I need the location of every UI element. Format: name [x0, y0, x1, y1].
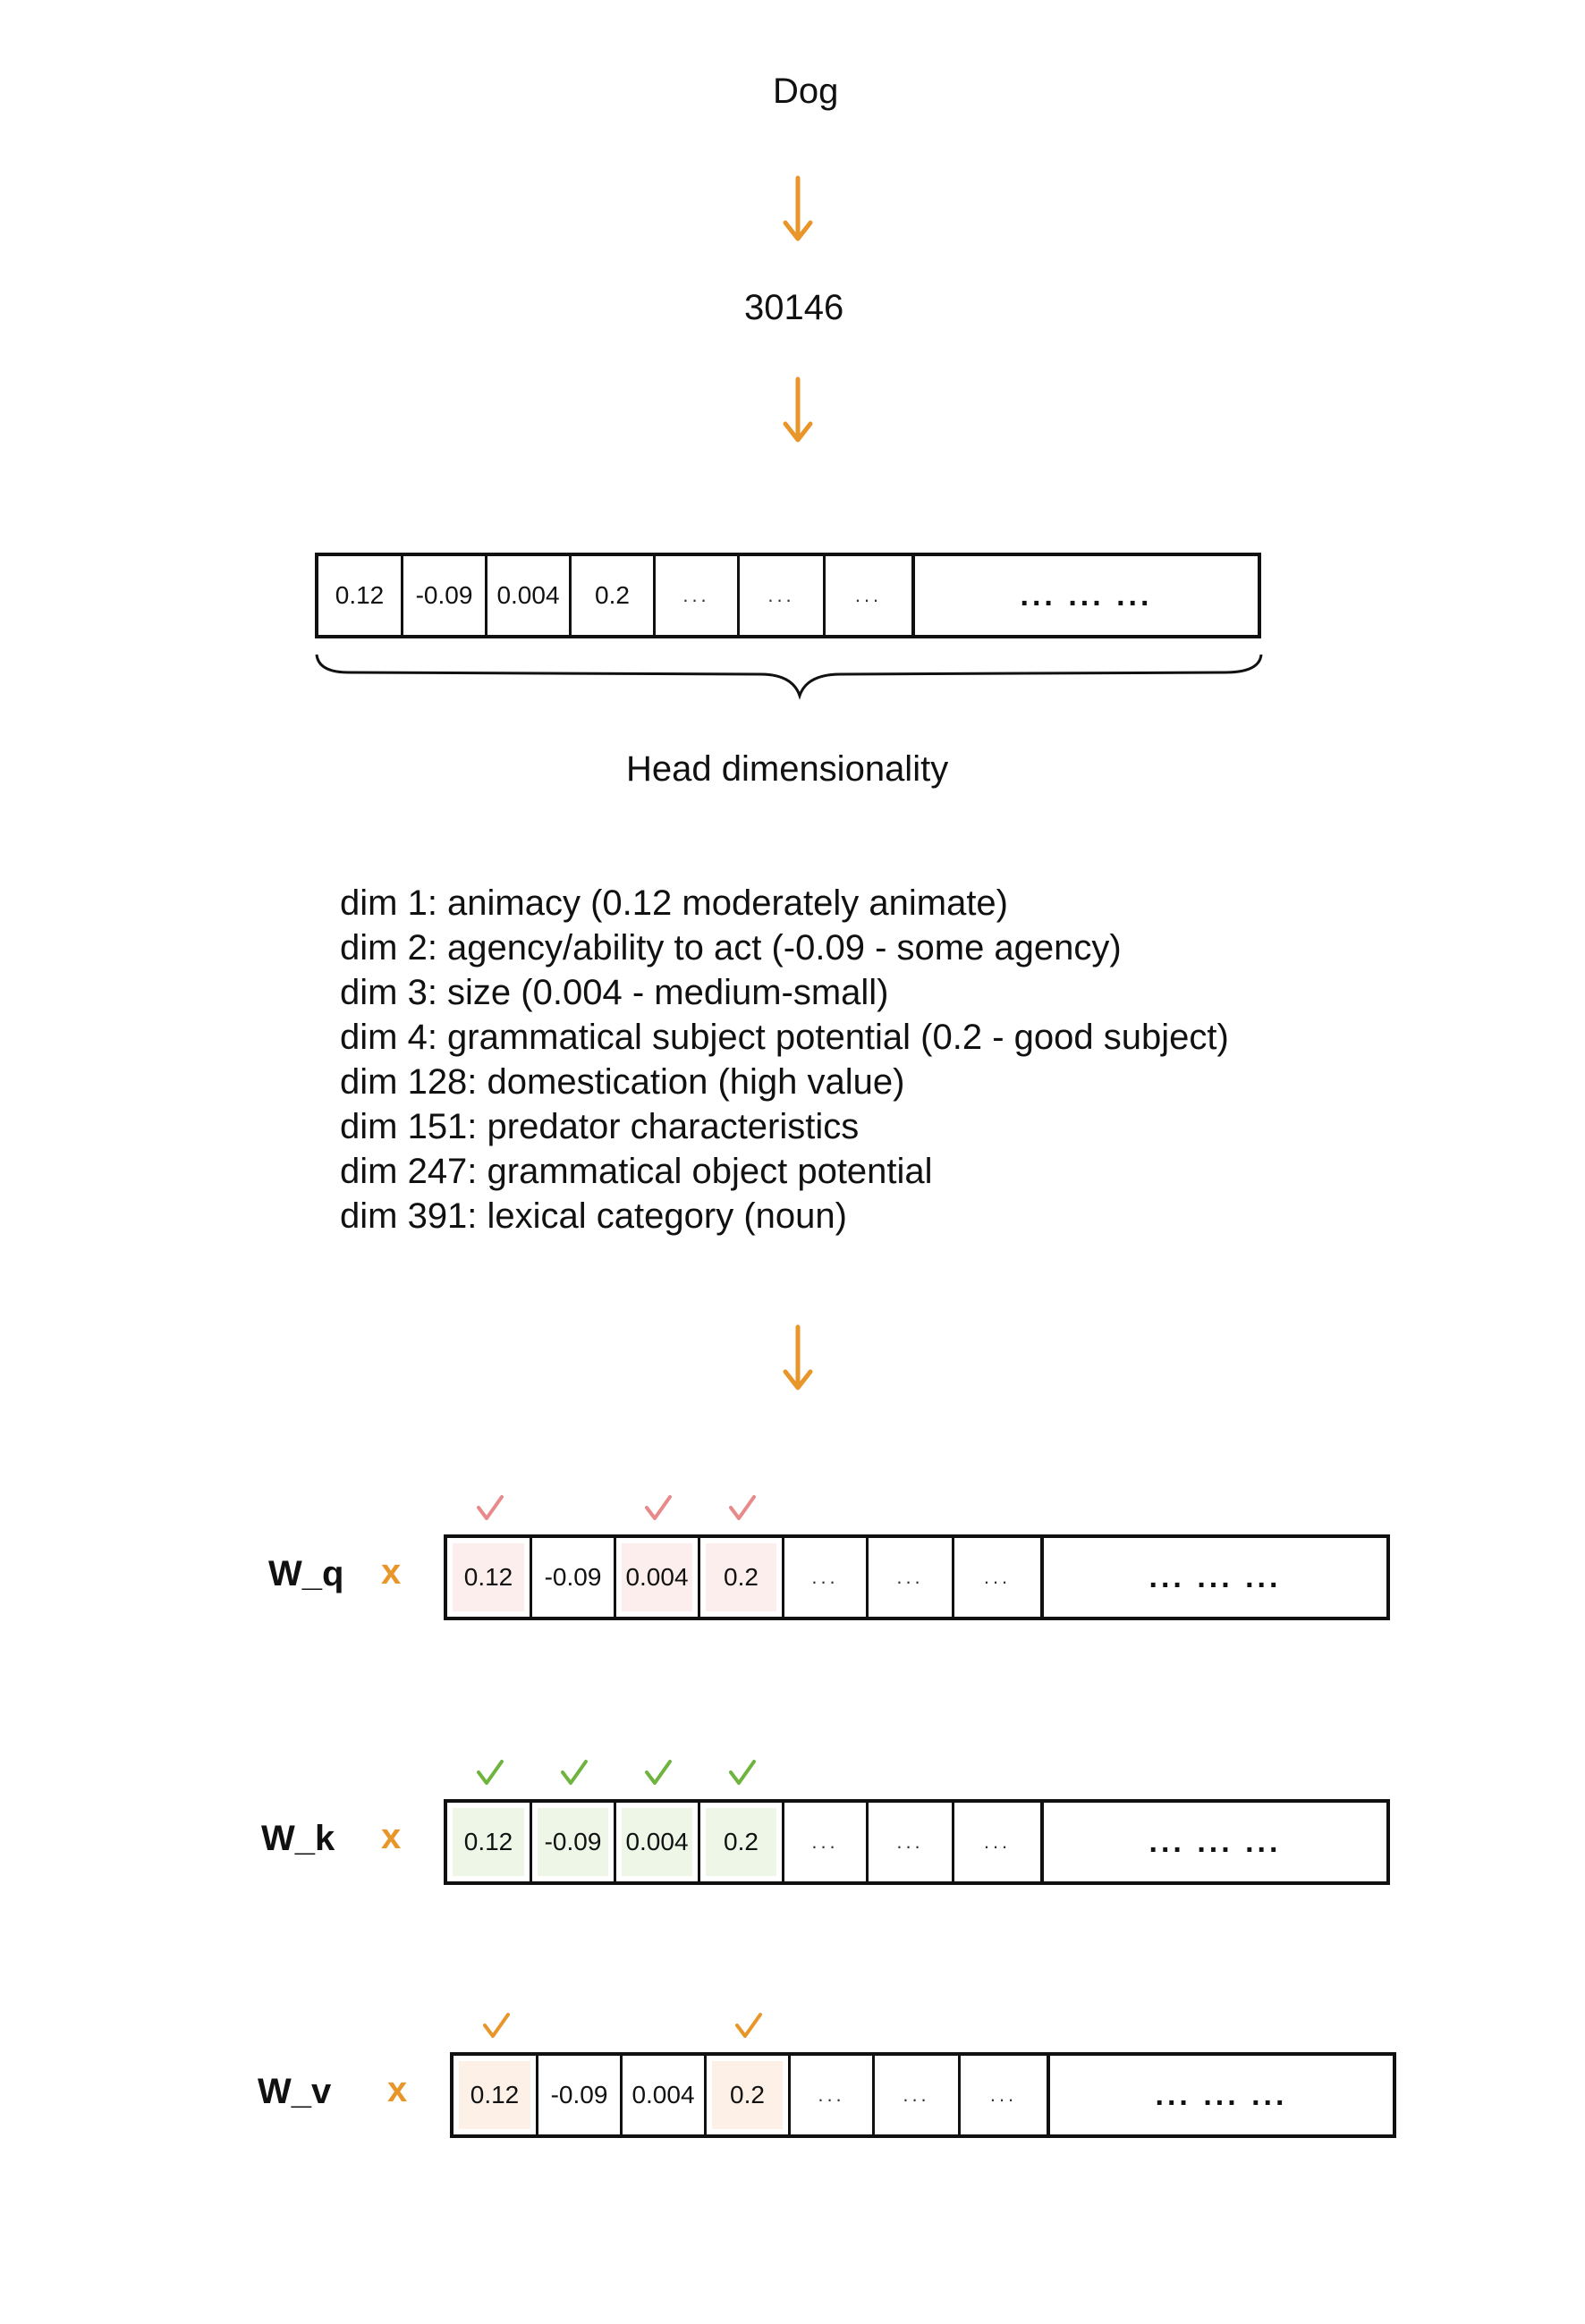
- vector-cell: ... ... ...: [1148, 1559, 1282, 1594]
- vector-cell: 0.004: [623, 2056, 707, 2134]
- vector-cell: ...: [954, 1803, 1044, 1881]
- vector-cell: 0.004: [616, 1538, 700, 1617]
- dimension-item: dim 128: domestication (high value): [340, 1062, 905, 1102]
- dimension-item: dim 4: grammatical subject potential (0.…: [340, 1018, 1229, 1057]
- checkmark-icon: [645, 1495, 672, 1520]
- checkmark-icon: [729, 1495, 756, 1520]
- down-arrow-icon: [783, 175, 813, 241]
- dimension-item: dim 3: size (0.004 - medium-small): [340, 973, 889, 1012]
- projection-label: W_k: [261, 1819, 335, 1858]
- vector-cell: ...: [869, 1538, 954, 1617]
- dimension-item: dim 2: agency/ability to act (-0.09 - so…: [340, 928, 1122, 968]
- vector-cell: ...: [869, 1803, 954, 1881]
- dimension-item: dim 391: lexical category (noun): [340, 1196, 847, 1236]
- vector-cell: ...: [791, 2056, 875, 2134]
- checkmark-icon: [476, 1760, 504, 1785]
- vector-cell: ... ... ...: [1155, 2077, 1288, 2112]
- multiply-icon: x: [381, 1552, 402, 1592]
- vector-cell: ...: [656, 556, 740, 635]
- curly-brace-icon: [315, 654, 1263, 700]
- token-word: Dog: [773, 72, 839, 111]
- vector-cell: 0.2: [700, 1538, 784, 1617]
- vector-cell: ...: [961, 2056, 1050, 2134]
- dimension-list: dim 1: animacy (0.12 moderately animate)…: [340, 881, 1229, 1238]
- vector-cell: 0.12: [447, 1538, 532, 1617]
- checkmark-icon: [482, 2013, 510, 2038]
- down-arrow-icon: [783, 376, 813, 443]
- projection-label: W_q: [268, 1554, 344, 1593]
- vector-cell: -0.09: [538, 2056, 623, 2134]
- vector-cell: -0.09: [403, 556, 487, 635]
- dimension-item: dim 1: animacy (0.12 moderately animate): [340, 883, 1008, 923]
- vector-cell: ... ... ...: [1148, 1824, 1282, 1859]
- vector-cell: -0.09: [532, 1803, 616, 1881]
- vector-cell: ...: [954, 1538, 1044, 1617]
- vector-cell: ...: [784, 1803, 869, 1881]
- dimension-item: dim 151: predator characteristics: [340, 1107, 860, 1146]
- down-arrow-icon: [783, 1324, 813, 1390]
- vector-cell: -0.09: [532, 1538, 616, 1617]
- embedding-vector: 0.12 -0.09 0.004 0.2 ... ... ... ... ...…: [315, 553, 1261, 638]
- multiply-icon: x: [381, 1817, 402, 1856]
- token-id: 30146: [744, 288, 844, 327]
- multiply-icon: x: [387, 2070, 408, 2109]
- checkmark-icon: [735, 2013, 762, 2038]
- brace-label: Head dimensionality: [626, 749, 949, 789]
- vector-cell: ...: [784, 1538, 869, 1617]
- vector-cell: 0.2: [700, 1803, 784, 1881]
- checkmark-icon: [645, 1760, 672, 1785]
- vector-cell: 0.2: [572, 556, 656, 635]
- checkmark-icon: [561, 1760, 588, 1785]
- vector-cell: 0.12: [453, 2056, 538, 2134]
- vector-cell: 0.12: [318, 556, 403, 635]
- vector-cell: 0.12: [447, 1803, 532, 1881]
- dimension-item: dim 247: grammatical object potential: [340, 1152, 933, 1191]
- checkmark-icon: [729, 1760, 756, 1785]
- vector-cell: ... ... ...: [1020, 578, 1153, 613]
- vector-cell: 0.004: [616, 1803, 700, 1881]
- projection-label: W_v: [258, 2072, 332, 2111]
- vector-cell: 0.2: [707, 2056, 791, 2134]
- vector-cell: ...: [875, 2056, 961, 2134]
- checkmark-icon: [476, 1495, 504, 1520]
- vector-cell: ...: [740, 556, 826, 635]
- vector-cell: ...: [826, 556, 915, 635]
- vector-cell: 0.004: [487, 556, 572, 635]
